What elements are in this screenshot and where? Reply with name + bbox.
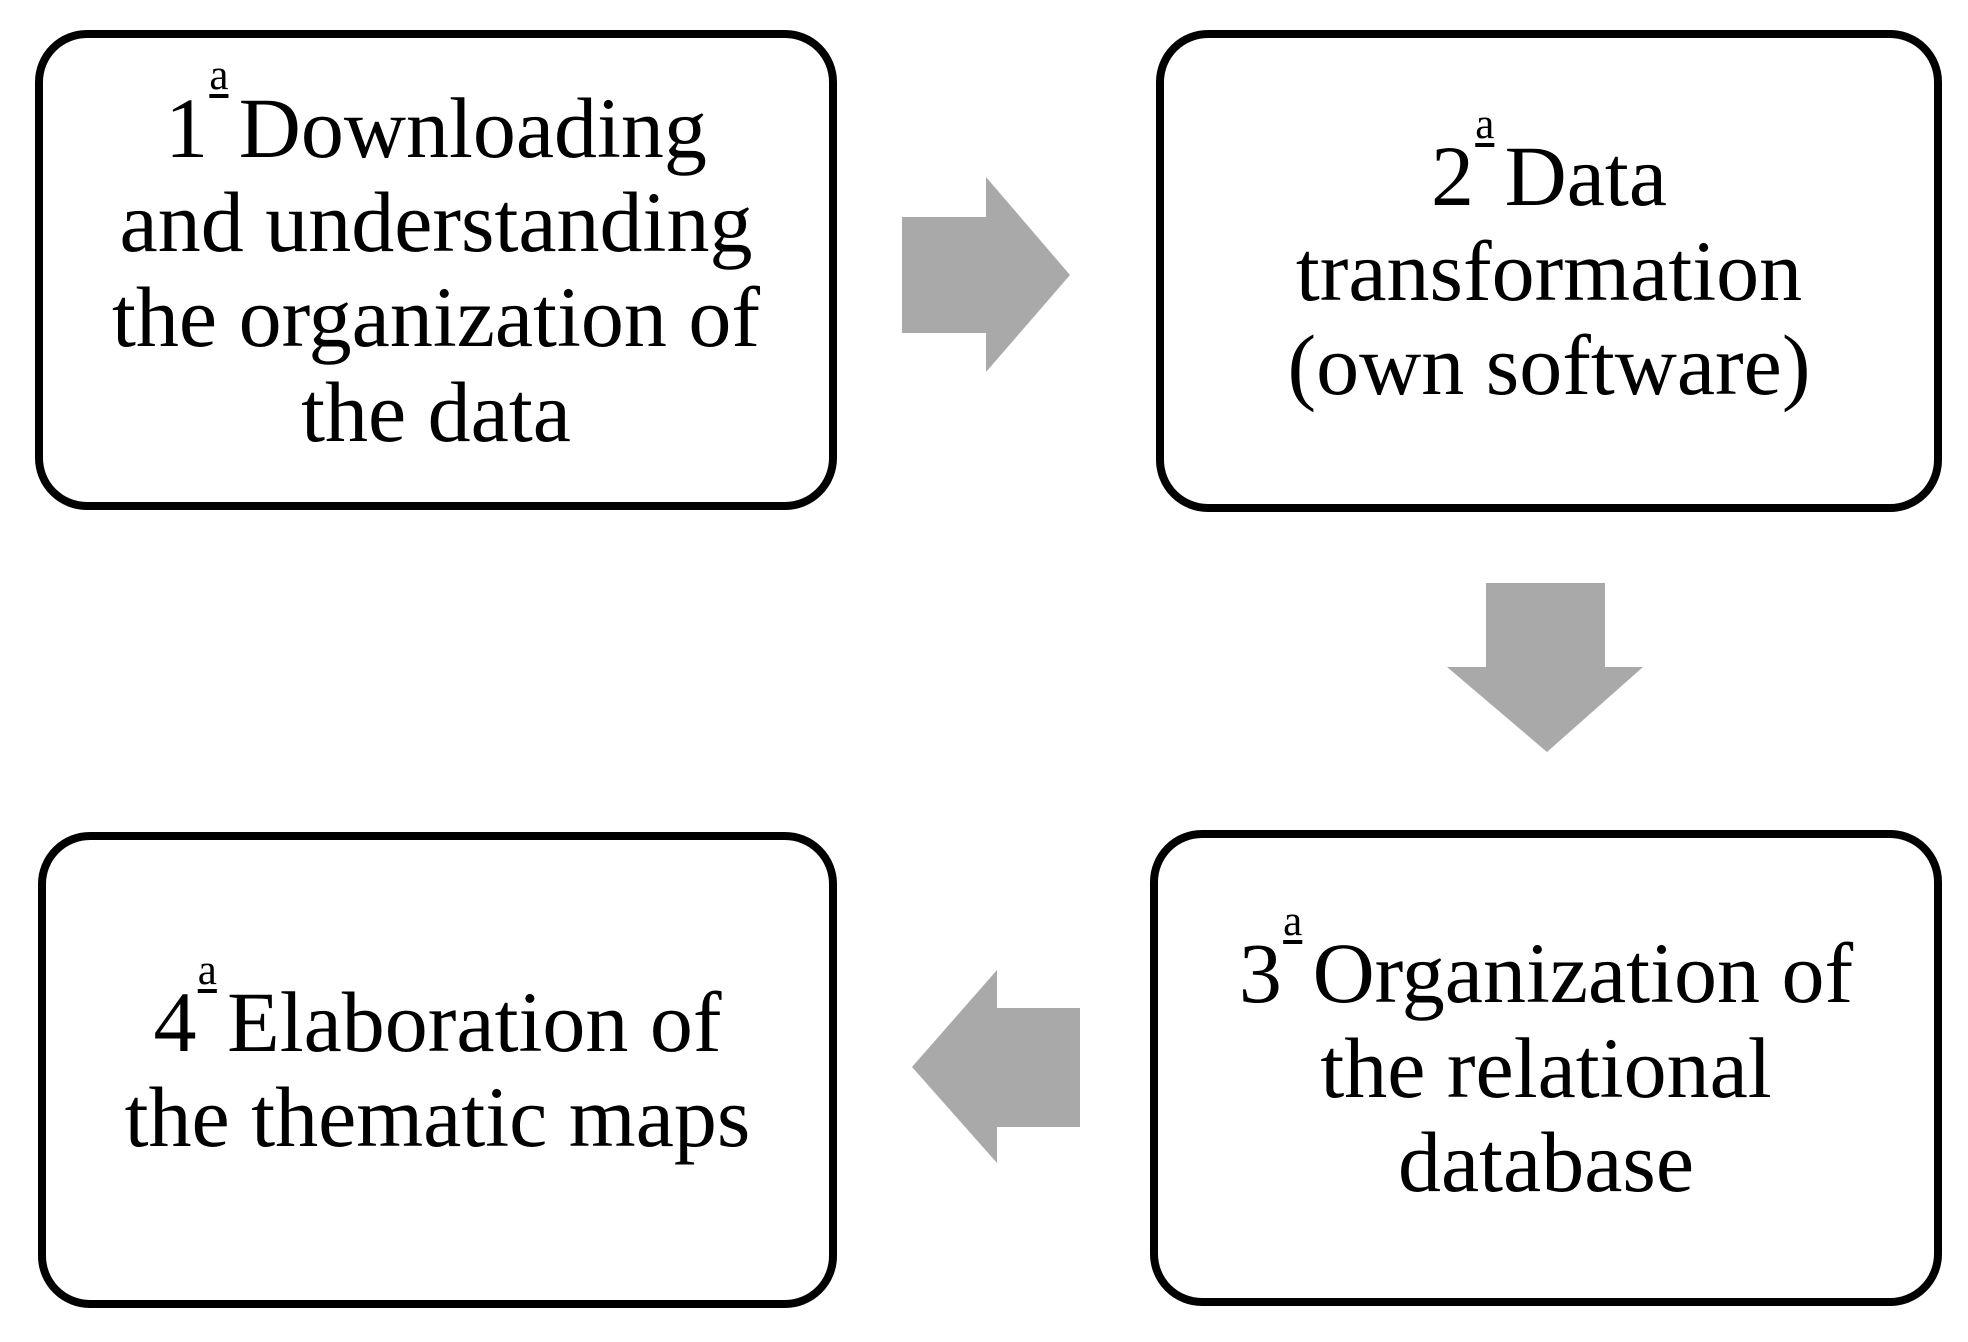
step-2-number: 2 [1430,128,1474,225]
step-2-label: 2aData transformation (own software) [1276,101,1823,414]
step-3-ordinal-indicator: a [1283,897,1303,945]
step-2-box: 2aData transformation (own software) [1156,30,1942,512]
step-2-text: Data transformation (own software) [1287,128,1811,414]
step-4-number: 4 [153,974,197,1071]
arrow-right-icon [902,177,1070,372]
step-4-box: 4aElaboration of the thematic maps [38,832,837,1308]
step-3-text: Organization of the relational database [1312,925,1854,1211]
step-1-ordinal-indicator: a [209,52,229,100]
step-2-ordinal-indicator: a [1475,100,1495,148]
step-1-label: 1aDownloading and understanding the orga… [100,52,772,460]
step-3-number: 3 [1238,925,1282,1022]
arrow-left-icon [912,970,1080,1163]
step-1-number: 1 [165,79,209,176]
step-3-box: 3aOrganization of the relational databas… [1150,830,1942,1306]
step-4-text: Elaboration of the thematic maps [124,974,751,1165]
step-1-text: Downloading and understanding the organi… [112,79,760,460]
step-4-label: 4aElaboration of the thematic maps [113,947,763,1165]
step-1-box: 1aDownloading and understanding the orga… [35,30,837,510]
step-3-label: 3aOrganization of the relational databas… [1227,898,1865,1211]
arrow-down-icon [1447,583,1643,752]
step-4-ordinal-indicator: a [197,946,217,994]
